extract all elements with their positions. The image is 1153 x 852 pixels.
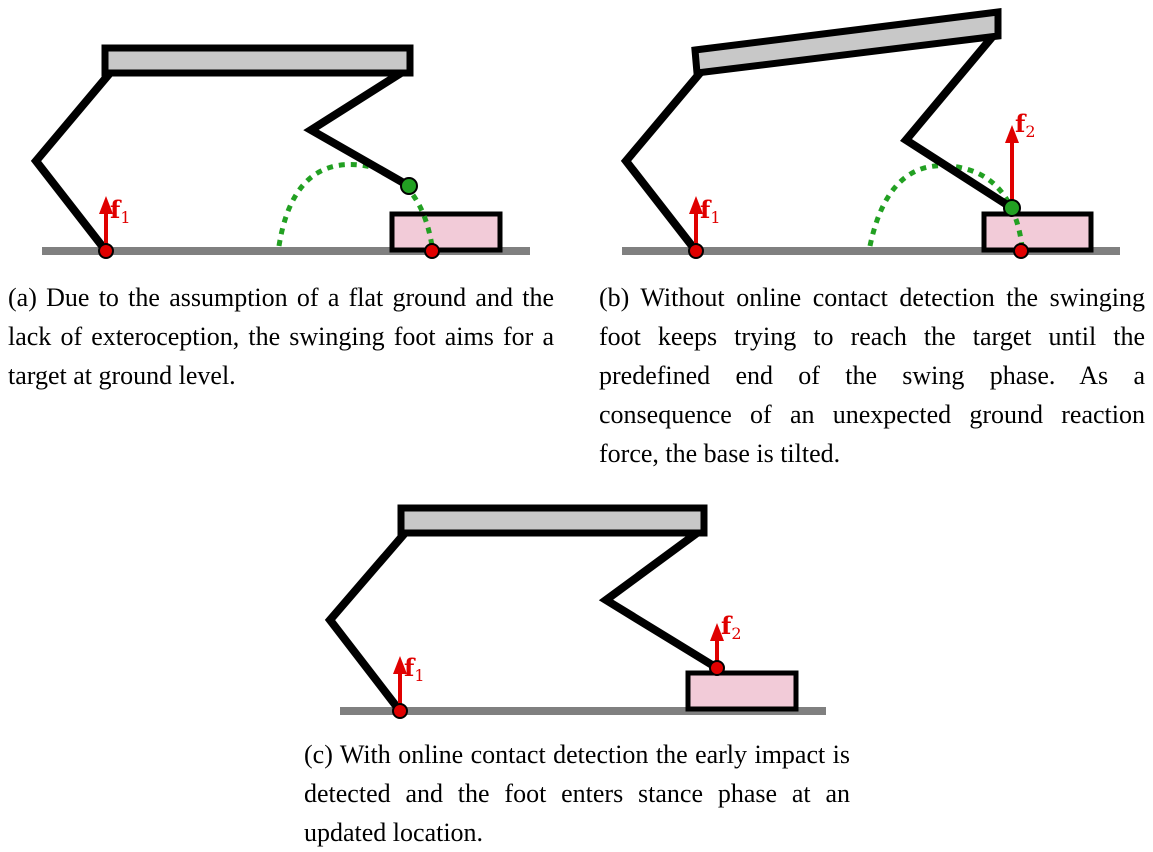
target-point [1013, 243, 1029, 259]
swing-foot [1003, 199, 1021, 217]
stance-foot-contact [392, 703, 408, 719]
force-label-f2: f2 [1015, 109, 1036, 141]
force-arrowhead-f1 [99, 196, 113, 214]
stance-leg [324, 530, 409, 714]
force-label-f2: f2 [721, 611, 742, 643]
stance-leg [30, 70, 114, 254]
stance-leg [620, 70, 704, 254]
force-label-f1: f1 [110, 195, 131, 227]
stance-foot-contact [688, 243, 704, 259]
stance-foot-contact [98, 243, 114, 259]
swing-trajectory [276, 161, 435, 247]
obstacle-box [685, 670, 799, 712]
obstacle-box [981, 211, 1094, 253]
robot-base [101, 44, 414, 77]
force-arrowhead-f1 [689, 196, 703, 214]
swing-leg [303, 69, 411, 190]
force-arrowhead-f2 [710, 623, 724, 641]
panel-b-diagram: f1 f2 [620, 8, 1120, 259]
caption-a: (a) Due to the assumption of a flat grou… [8, 283, 554, 390]
swing-foot-contact [709, 660, 725, 676]
panel-c-diagram: f1 f2 [324, 504, 826, 719]
obstacle-box [389, 211, 503, 253]
caption-b: (b) Without online contact detection the… [599, 283, 1145, 468]
caption-c: (c) With online contact detection the ea… [304, 740, 850, 847]
force-label-f1: f1 [700, 195, 721, 227]
swing-foot [400, 177, 418, 195]
robot-base [691, 8, 1002, 77]
force-label-f1: f1 [404, 653, 425, 685]
force-arrowhead-f2 [1005, 125, 1019, 143]
swing-leg [598, 529, 720, 672]
swing-leg [900, 33, 1015, 212]
target-point [424, 243, 440, 259]
panel-a-diagram: f1 [30, 44, 530, 259]
force-arrowhead-f1 [393, 656, 407, 674]
robot-base [397, 504, 708, 537]
